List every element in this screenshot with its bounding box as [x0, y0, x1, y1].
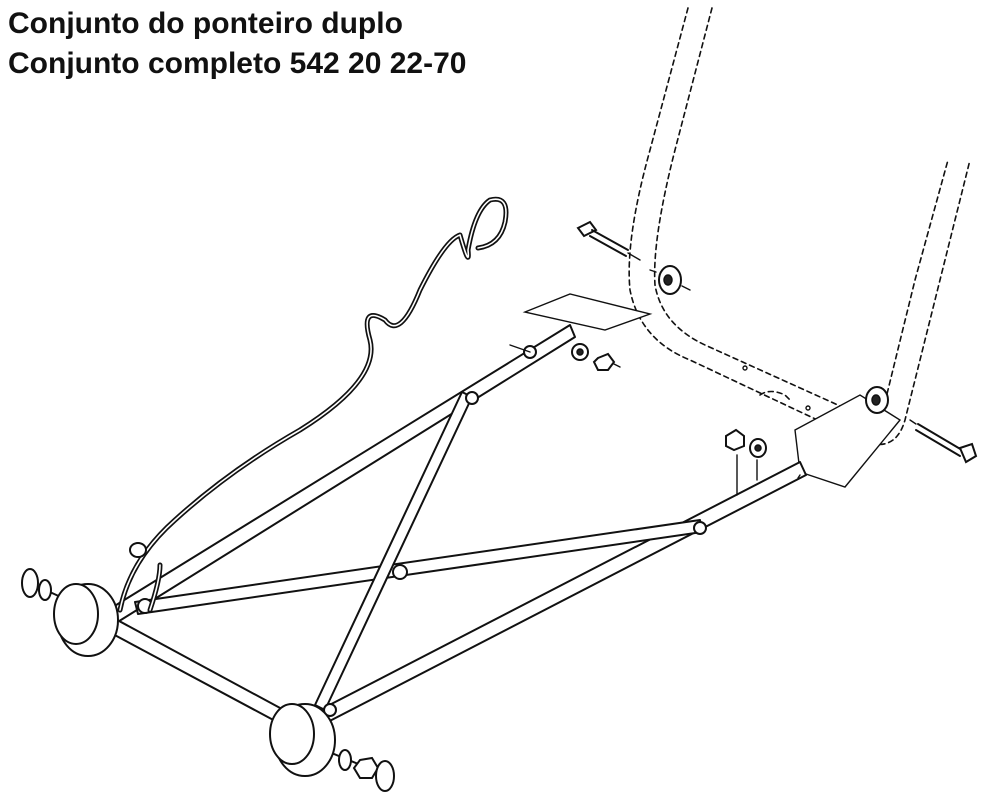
frame-bar-right [309, 461, 807, 728]
part-number-line: Conjunto completo 542 20 22-70 [8, 47, 467, 80]
mounting-plate-left [522, 293, 653, 331]
handle-outline [628, 7, 971, 446]
handle-hole-2 [805, 405, 811, 411]
hardware-right-bracket [725, 386, 978, 496]
title-block: Conjunto do ponteiro duplo Conjunto comp… [8, 4, 466, 84]
handle-hole-1 [742, 365, 748, 371]
cable-clip [129, 542, 147, 558]
diagram-title: Conjunto do ponteiro duplo [8, 7, 403, 40]
hardware-left-bracket [509, 220, 691, 371]
control-cable [117, 196, 509, 613]
wheel-right [269, 703, 395, 792]
wheel-left [21, 568, 119, 657]
